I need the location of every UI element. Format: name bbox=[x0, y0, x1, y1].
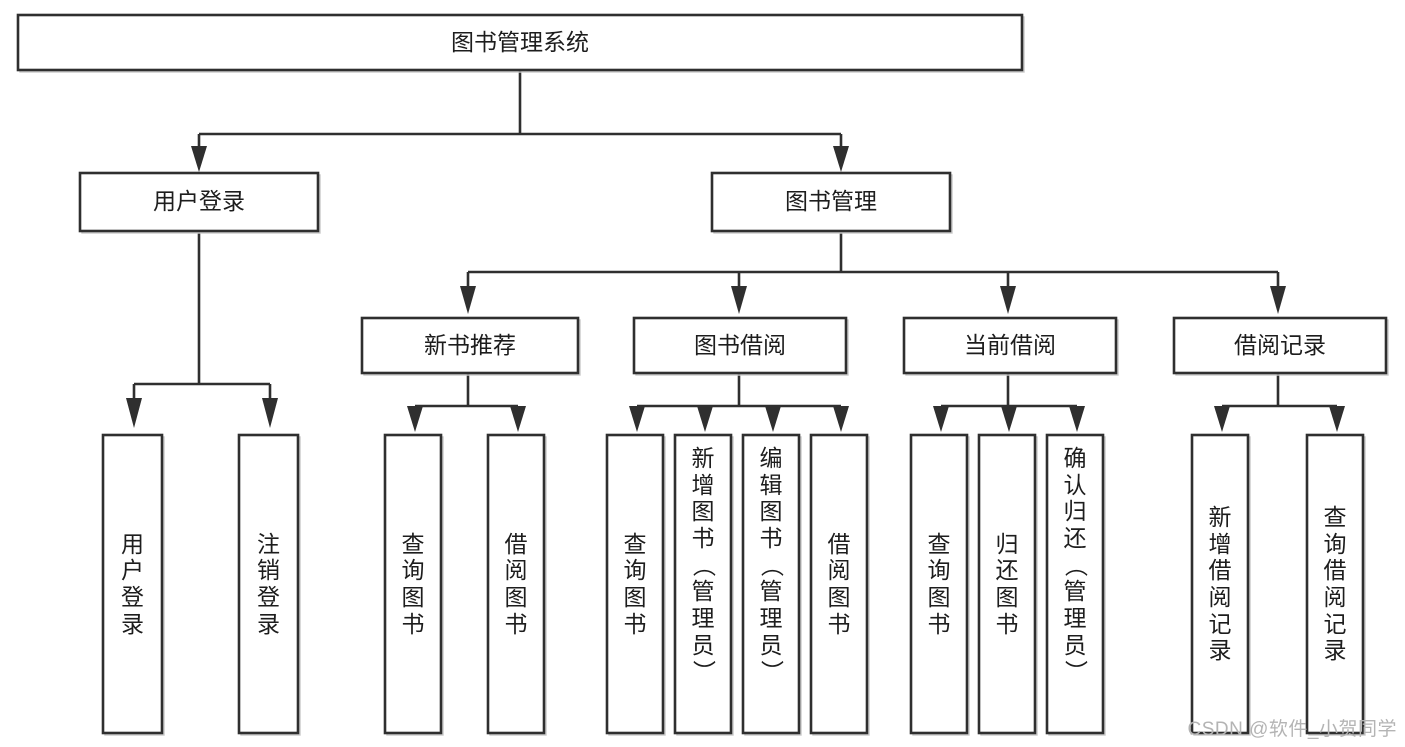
arrowhead-new-book-recommend bbox=[460, 286, 476, 314]
node-borrow-record-label: 借阅记录 bbox=[1234, 332, 1326, 358]
arrowhead-user-login bbox=[191, 146, 207, 172]
arrowhead-leaf-logout-login bbox=[262, 398, 278, 428]
node-layer: 图书管理系统 用户登录 图书管理 新书推荐 图书借阅 当前借阅 借阅记录 bbox=[16, 13, 1389, 736]
node-book-borrow-label: 图书借阅 bbox=[694, 332, 786, 358]
arrowhead-leaf-query-book-3 bbox=[933, 406, 949, 432]
node-leaf-query-book-2[interactable] bbox=[605, 433, 665, 735]
node-leaf-add-book[interactable] bbox=[673, 433, 733, 735]
arrowhead-leaf-edit-book bbox=[765, 406, 781, 432]
node-user-login-label: 用户登录 bbox=[153, 188, 245, 214]
arrowhead-borrow-record bbox=[1270, 286, 1286, 314]
node-leaf-add-record[interactable] bbox=[1190, 433, 1250, 735]
arrowhead-leaf-borrow-book-1 bbox=[510, 406, 526, 432]
node-book-borrow[interactable] bbox=[632, 316, 848, 375]
node-book-manage-label: 图书管理 bbox=[785, 188, 877, 214]
node-leaf-borrow-book-1[interactable] bbox=[486, 433, 546, 735]
node-leaf-return-book[interactable] bbox=[977, 433, 1037, 735]
node-leaf-borrow-book-2[interactable] bbox=[809, 433, 869, 735]
connector-layer bbox=[126, 70, 1345, 432]
arrowhead-leaf-query-book-2 bbox=[629, 406, 645, 432]
arrowhead-leaf-confirm-return bbox=[1069, 406, 1085, 432]
node-leaf-user-login[interactable] bbox=[101, 433, 164, 735]
node-leaf-query-record[interactable] bbox=[1305, 433, 1365, 735]
node-current-borrow-label: 当前借阅 bbox=[964, 332, 1056, 358]
arrowhead-leaf-query-record bbox=[1329, 406, 1345, 432]
node-new-book-recommend-label: 新书推荐 bbox=[424, 332, 516, 358]
node-current-borrow[interactable] bbox=[902, 316, 1118, 375]
arrowhead-leaf-add-record bbox=[1214, 406, 1230, 432]
node-leaf-query-book-1[interactable] bbox=[383, 433, 443, 735]
node-user-login[interactable] bbox=[78, 171, 320, 233]
node-new-book-recommend[interactable] bbox=[360, 316, 580, 375]
arrowhead-leaf-return-book bbox=[1001, 406, 1017, 432]
node-book-manage[interactable] bbox=[710, 171, 952, 233]
arrowhead-leaf-query-book-1 bbox=[407, 406, 423, 432]
arrowhead-leaf-borrow-book-2 bbox=[833, 406, 849, 432]
arrowhead-leaf-user-login bbox=[126, 398, 142, 428]
arrowhead-book-borrow bbox=[731, 286, 747, 314]
node-leaf-edit-book[interactable] bbox=[741, 433, 801, 735]
node-leaf-query-book-3[interactable] bbox=[909, 433, 969, 735]
arrowhead-leaf-add-book bbox=[697, 406, 713, 432]
node-root[interactable] bbox=[16, 13, 1024, 72]
arrowhead-current-borrow bbox=[1000, 286, 1016, 314]
node-leaf-confirm-return[interactable] bbox=[1045, 433, 1105, 735]
arrowhead-book-manage bbox=[833, 146, 849, 172]
node-leaf-logout-login[interactable] bbox=[237, 433, 300, 735]
node-borrow-record[interactable] bbox=[1172, 316, 1388, 375]
node-root-label: 图书管理系统 bbox=[451, 29, 589, 55]
csdn-watermark: CSDN @软件_小贺同学 bbox=[1187, 719, 1397, 740]
